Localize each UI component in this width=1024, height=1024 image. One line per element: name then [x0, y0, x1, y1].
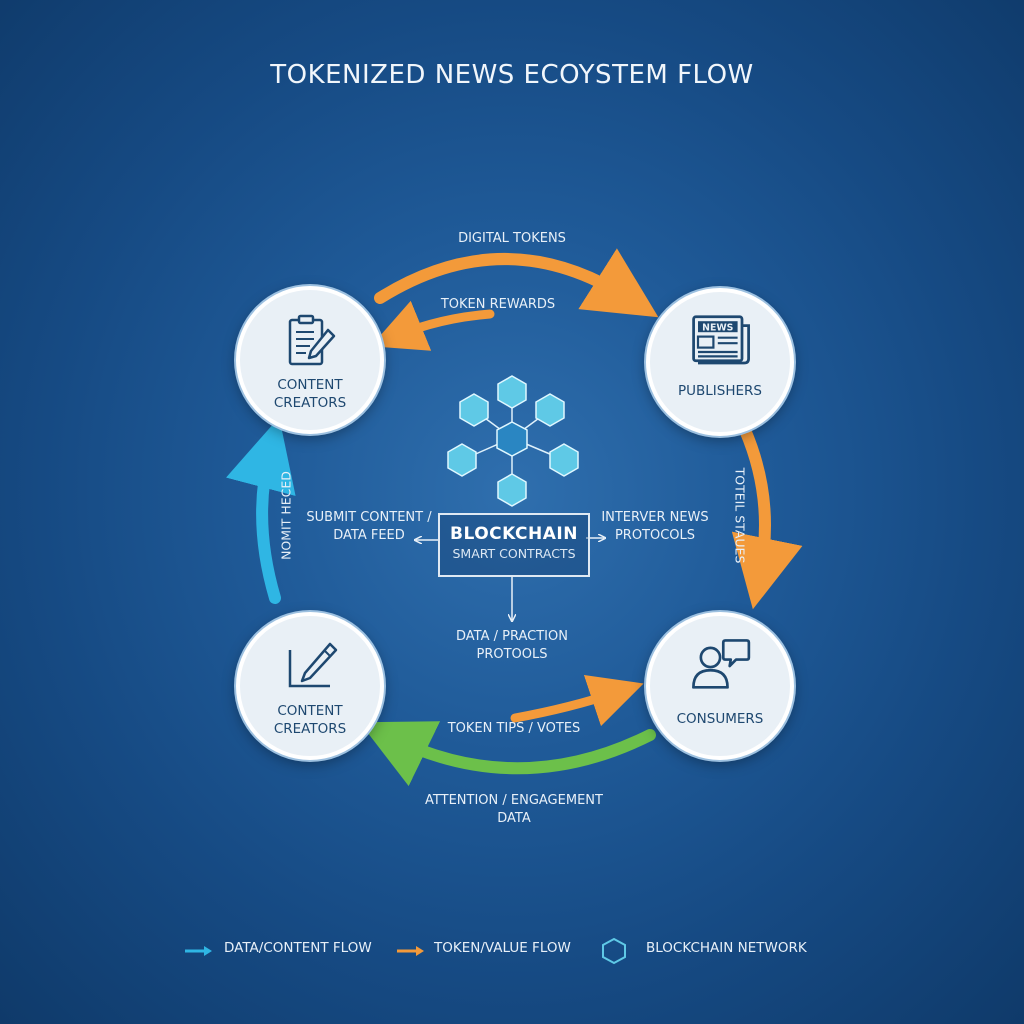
node-content-creators-top[interactable]: CONTENT CREATORS	[236, 286, 384, 434]
legend-blockchain-network: BLOCKCHAIN NETWORK	[646, 940, 807, 956]
arrow-digital-tokens	[374, 248, 659, 318]
legend-cyan-arrow-icon	[185, 946, 212, 956]
blockchain-title: BLOCKCHAIN	[450, 524, 578, 544]
node-label-line2: CREATORS	[273, 395, 347, 411]
label-data-line2: PROTOOLS	[476, 647, 548, 662]
person-chat-icon	[692, 639, 751, 689]
label-interver-line2: PROTOCOLS	[614, 528, 696, 543]
blockchain-subtitle: SMART CONTRACTS	[452, 546, 576, 561]
label-interver-line1: INTERVER NEWS	[601, 510, 709, 525]
hexagon-network-icon	[447, 375, 579, 507]
arrow-attention-flow	[359, 721, 656, 787]
label-data-line1: DATA / PRACTION	[456, 629, 568, 644]
blockchain-smart-contracts-box[interactable]: BLOCKCHAIN SMART CONTRACTS	[438, 513, 590, 577]
arrow-left-flow	[225, 417, 296, 604]
legend-token-flow: TOKEN/VALUE FLOW	[434, 940, 571, 956]
node-label-line1: PUBLISHERS	[678, 383, 762, 399]
node-label-line1: CONTENT	[277, 377, 343, 393]
label-token-rewards: TOKEN REWARDS	[440, 297, 556, 312]
node-label-line1: CONSUMERS	[676, 711, 764, 727]
label-digital-tokens: DIGITAL TOKENS	[458, 231, 566, 246]
node-label-line2: CREATORS	[273, 721, 347, 737]
node-label-line1: CONTENT	[277, 703, 343, 719]
chart-pen-icon	[288, 642, 338, 688]
label-attention-line1: ATTENTION / ENGAGEMENT	[425, 793, 603, 808]
node-content-creators-bottom[interactable]: CONTENT CREATORS	[236, 612, 384, 760]
node-publishers[interactable]: NEWS PUBLISHERS	[646, 288, 794, 436]
node-consumers[interactable]: CONSUMERS	[646, 612, 794, 760]
news-badge: NEWS	[702, 323, 734, 334]
legend-hexagon-icon	[602, 937, 626, 965]
label-submit-line1: SUBMIT CONTENT /	[306, 510, 432, 525]
label-left-vertical: NOMIT HECED	[278, 471, 294, 560]
label-attention-line2: DATA	[497, 811, 531, 826]
legend-orange-arrow-icon	[397, 946, 424, 956]
label-token-tips: TOKEN TIPS / VOTES	[447, 721, 581, 736]
legend-data-flow: DATA/CONTENT FLOW	[224, 940, 372, 956]
arrow-right-flow	[731, 424, 803, 610]
arrow-token-tips	[510, 674, 644, 727]
label-submit-line2: DATA FEED	[333, 528, 405, 543]
clipboard-pen-icon	[288, 314, 336, 366]
label-right-vertical: TOTEIL STAUES	[732, 467, 748, 564]
newspaper-icon: NEWS	[692, 315, 750, 365]
arrow-token-rewards	[371, 300, 495, 351]
diagram-title: TOKENIZED NEWS ECOYSTEM FLOW	[270, 60, 754, 90]
